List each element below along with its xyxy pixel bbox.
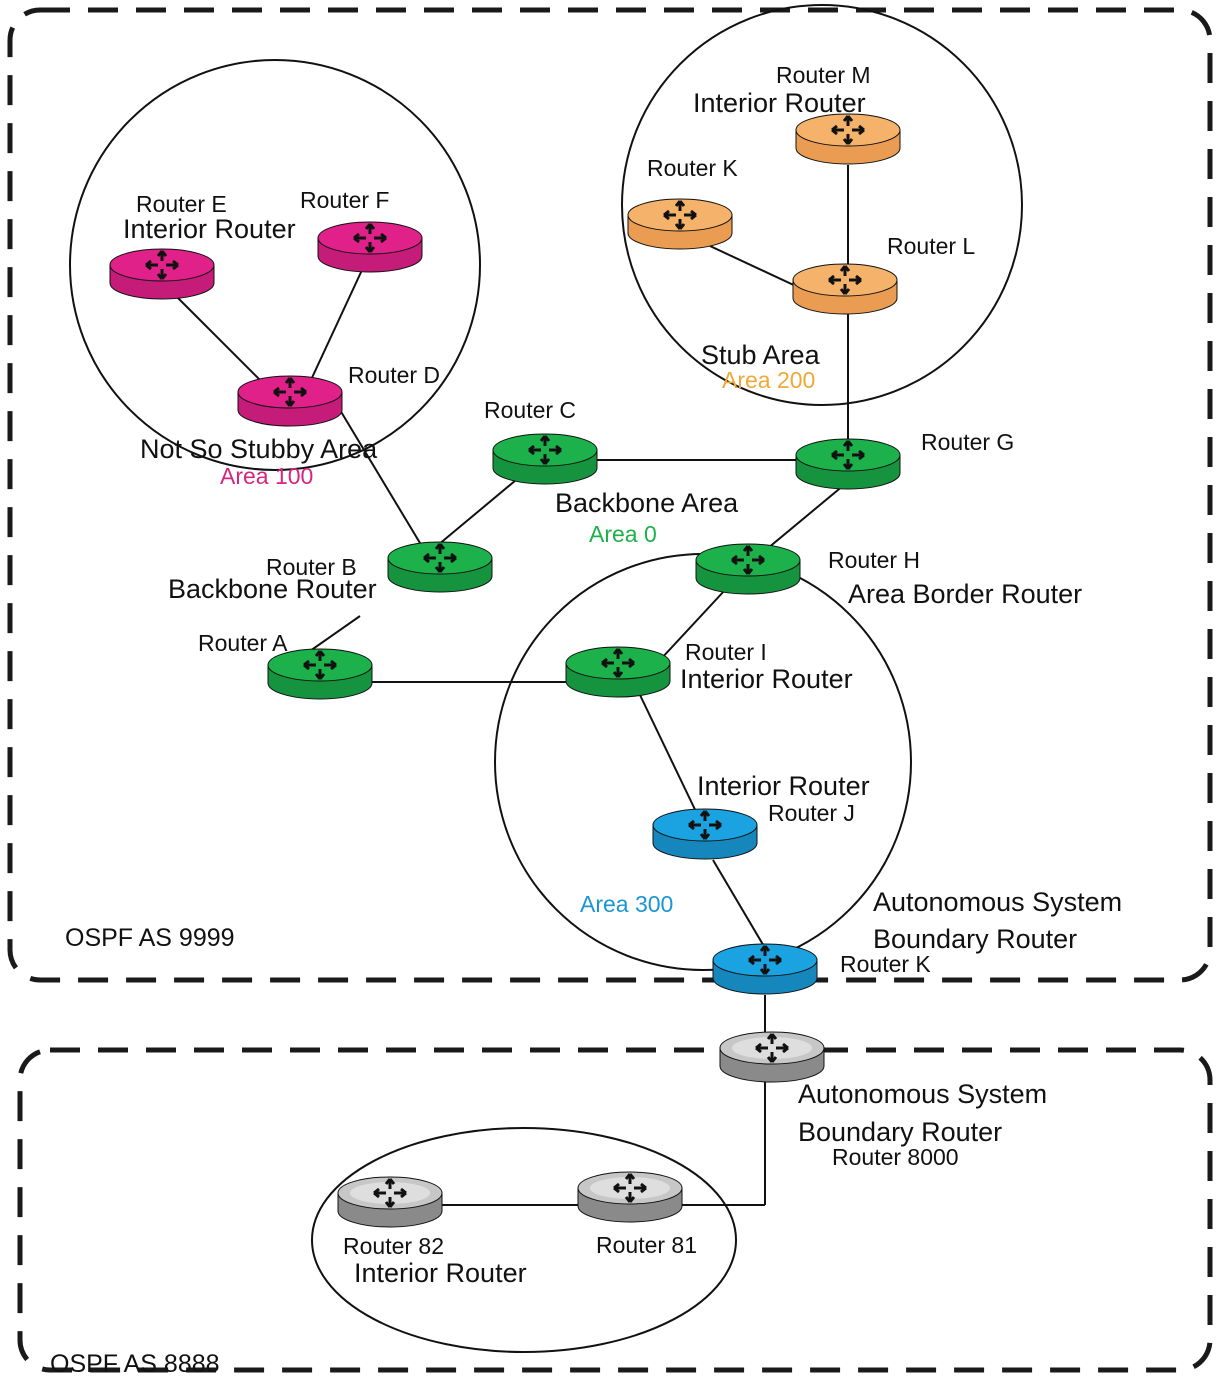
router-g-label: Router G bbox=[921, 429, 1014, 455]
router-f-icon[interactable] bbox=[317, 221, 423, 273]
router-b-label: Router B bbox=[266, 554, 357, 580]
router-c-label: Router C bbox=[484, 397, 576, 423]
asbr-k-line1: Autonomous System bbox=[873, 887, 1122, 917]
router-f-label: Router F bbox=[300, 187, 389, 213]
router-e-icon[interactable] bbox=[109, 248, 215, 300]
router-81-icon[interactable] bbox=[577, 1171, 683, 1223]
interior-router-82-label: Interior Router bbox=[354, 1258, 527, 1288]
router-82-icon[interactable] bbox=[337, 1176, 443, 1228]
router-l-label: Router L bbox=[887, 233, 975, 259]
router-d-label: Router D bbox=[348, 362, 440, 388]
as9999-boundary bbox=[7, 7, 1213, 983]
backbone-router-label: Backbone Router bbox=[168, 574, 377, 604]
router-h-label: Router H bbox=[828, 547, 920, 573]
router-a-icon[interactable] bbox=[267, 648, 373, 700]
router-i-icon[interactable] bbox=[565, 646, 671, 698]
stub-area-id: Area 200 bbox=[722, 367, 815, 393]
interior-router-e-label: Interior Router bbox=[123, 214, 296, 244]
router-a-label: Router A bbox=[198, 630, 288, 656]
router-j-icon[interactable] bbox=[652, 808, 758, 860]
router-m-label: Router M bbox=[776, 62, 871, 88]
area300-id: Area 300 bbox=[580, 891, 673, 917]
as8888-interior-area bbox=[311, 1127, 737, 1353]
interior-router-m-label: Interior Router bbox=[693, 88, 866, 118]
nssa-name: Not So Stubby Area bbox=[140, 434, 378, 464]
stub-area-name: Stub Area bbox=[701, 340, 821, 370]
area300-circle bbox=[494, 553, 912, 971]
router-c-icon[interactable] bbox=[492, 433, 598, 485]
router-b-icon[interactable] bbox=[387, 541, 493, 593]
as8888-boundary bbox=[17, 1047, 1213, 1373]
router-e-label: Router E bbox=[136, 191, 227, 217]
backbone-area-name: Backbone Area bbox=[555, 488, 739, 518]
router-k-stub-icon[interactable] bbox=[627, 198, 733, 250]
as9999-label: OSPF AS 9999 bbox=[65, 924, 235, 952]
router-m-icon[interactable] bbox=[795, 113, 901, 165]
interior-router-j-label: Interior Router bbox=[697, 771, 870, 801]
router-l-icon[interactable] bbox=[792, 263, 898, 315]
router-j-label: Router J bbox=[768, 800, 855, 826]
interior-router-i-label: Interior Router bbox=[680, 664, 853, 694]
nssa-area-id: Area 100 bbox=[220, 463, 313, 489]
router-d-icon[interactable] bbox=[237, 375, 343, 427]
router-82-label: Router 82 bbox=[343, 1233, 444, 1259]
asbr-8000-line2: Boundary Router bbox=[798, 1117, 1002, 1147]
router-k-stub-label: Router K bbox=[647, 155, 738, 181]
router-k-asbr-label: Router K bbox=[840, 951, 931, 977]
router-k-asbr-icon[interactable] bbox=[712, 943, 818, 995]
router-81-label: Router 81 bbox=[596, 1232, 697, 1258]
router-g-icon[interactable] bbox=[795, 438, 901, 490]
router-8000-icon[interactable] bbox=[719, 1031, 825, 1083]
router-h-icon[interactable] bbox=[695, 543, 801, 595]
asbr-k-line2: Boundary Router bbox=[873, 924, 1077, 954]
area-border-router-label: Area Border Router bbox=[848, 579, 1082, 609]
area100-circle bbox=[69, 59, 481, 471]
asbr-8000-line1: Autonomous System bbox=[798, 1079, 1047, 1109]
router-8000-label: Router 8000 bbox=[832, 1144, 959, 1170]
area200-circle bbox=[621, 4, 1023, 406]
backbone-area-id: Area 0 bbox=[589, 521, 657, 547]
as8888-label: OSPF AS 8888 bbox=[50, 1350, 220, 1378]
router-i-label: Router I bbox=[685, 639, 767, 665]
